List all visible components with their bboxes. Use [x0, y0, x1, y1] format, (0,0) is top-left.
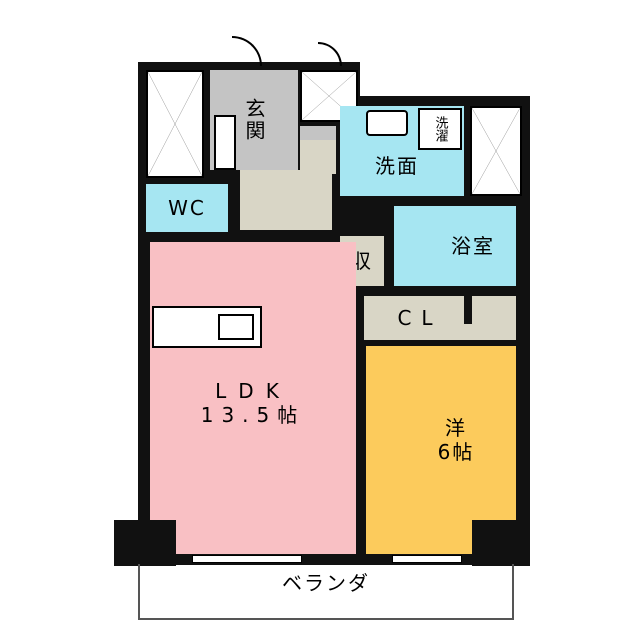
pillar [114, 520, 176, 566]
bathroom: 浴室 [394, 206, 516, 286]
laundry-label: 洗濯 [432, 116, 448, 142]
storage-label: 収 [351, 249, 373, 273]
balcony: ベランダ [138, 564, 514, 620]
window [392, 555, 462, 563]
bathroom-label: 浴室 [451, 234, 495, 258]
balcony-label: ベランダ [282, 571, 370, 595]
storage-crossed-right [470, 106, 522, 196]
western-room: 洋 6帖 [366, 346, 516, 554]
western-size: 6帖 [437, 440, 475, 464]
shoe-cabinet [214, 115, 236, 170]
laundry: 洗濯 [418, 108, 462, 150]
entrance-label: 玄関 [242, 98, 266, 142]
ldk-label: LDK [215, 379, 291, 403]
closet-label: CL [397, 306, 443, 330]
ldk-size: 13.5帖 [200, 403, 306, 427]
kitchen-sink [218, 314, 254, 340]
storage-crossed-left [146, 70, 204, 178]
pillar [472, 520, 530, 566]
hallway [240, 170, 332, 230]
ldk: LDK 13.5帖 [150, 242, 356, 554]
entry-door[interactable] [232, 36, 262, 66]
western-label: 洋 [445, 416, 467, 440]
wc: WC [146, 184, 228, 232]
washroom-label: 洗面 [375, 154, 419, 178]
window [192, 555, 302, 563]
closet: CL [364, 296, 516, 340]
storage-door[interactable] [318, 42, 342, 66]
wc-label: WC [168, 196, 206, 220]
sink [366, 110, 408, 136]
